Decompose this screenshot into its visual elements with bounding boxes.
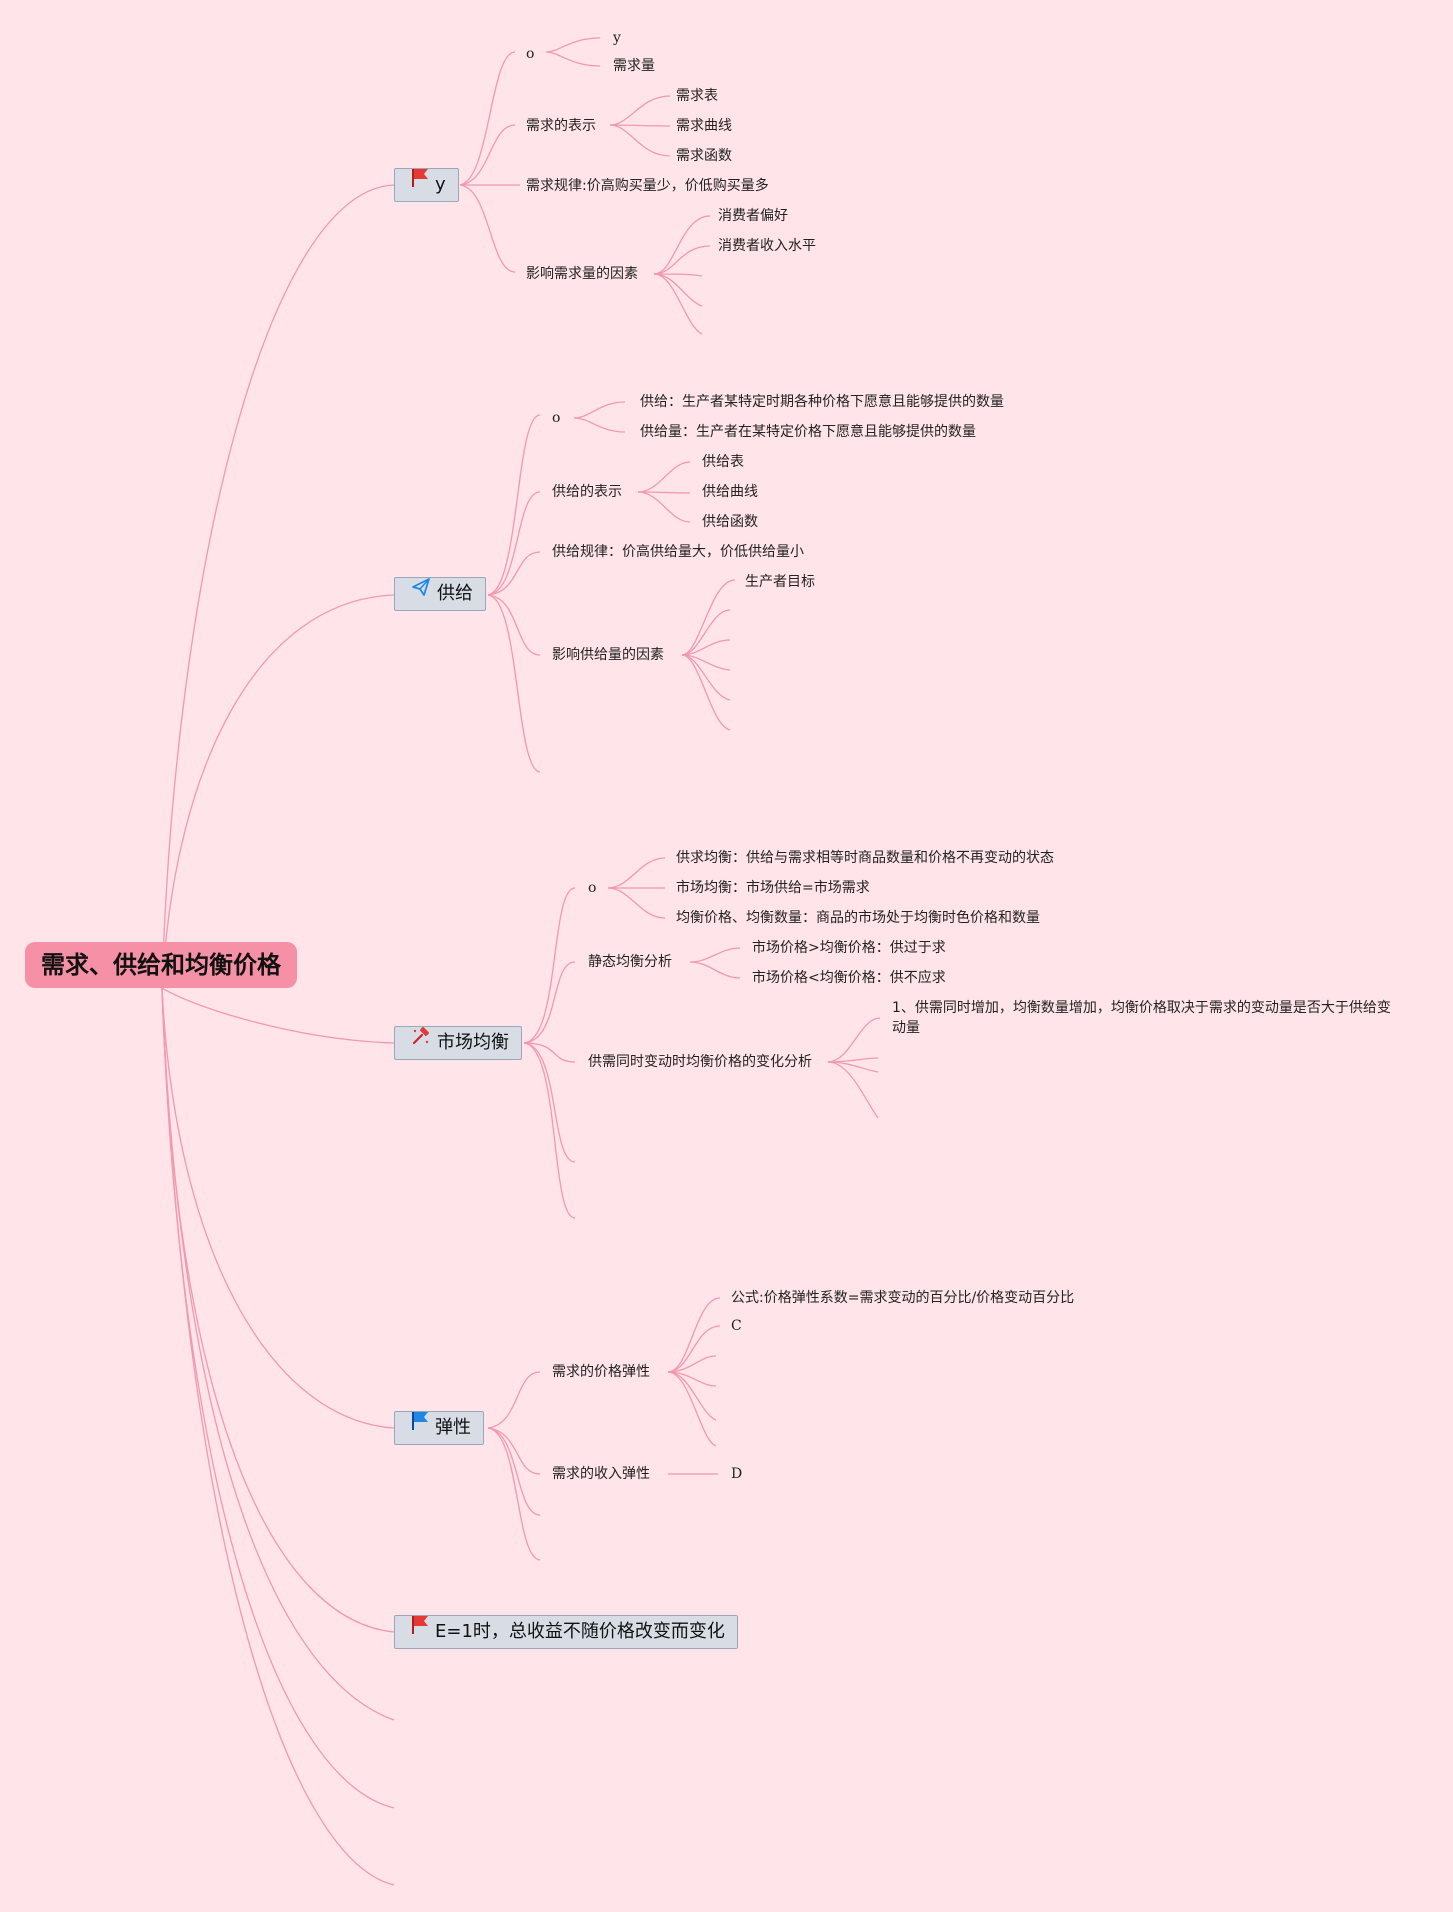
branch-label: 市场均衡: [437, 1032, 509, 1053]
leaf-node[interactable]: 供给：生产者某特定时期各种价格下愿意且能够提供的数量: [640, 394, 1004, 410]
subtopic-supply-factors[interactable]: 影响供给量的因素: [552, 647, 664, 663]
subtopic-o[interactable]: o: [588, 880, 597, 896]
subtopic-demand-representation[interactable]: 需求的表示: [526, 118, 596, 134]
leaf-node[interactable]: 供给表: [702, 454, 744, 470]
branch-supply[interactable]: 供给: [394, 577, 486, 611]
leaf-node[interactable]: 需求表: [676, 88, 718, 104]
branch-label: E=1时，总收益不随价格改变而变化: [435, 1621, 725, 1642]
leaf-node[interactable]: 需求函数: [676, 148, 732, 164]
leaf-node[interactable]: 市场均衡：市场供给=市场需求: [676, 880, 870, 896]
subtopic-demand-law[interactable]: 需求规律:价高购买量少，价低购买量多: [526, 178, 769, 194]
subtopic-static-equilibrium[interactable]: 静态均衡分析: [588, 954, 672, 970]
leaf-node[interactable]: 公式:价格弹性系数=需求变动的百分比/价格变动百分比: [731, 1290, 1075, 1306]
blue-flag-icon: [411, 1410, 429, 1442]
branch-label: 供给: [437, 583, 473, 604]
leaf-node[interactable]: 供给函数: [702, 514, 758, 530]
leaf-node[interactable]: 供给量：生产者在某特定价格下愿意且能够提供的数量: [640, 424, 976, 440]
paper-plane-icon: [411, 576, 431, 608]
subtopic-supply-law[interactable]: 供给规律：价高供给量大，价低供给量小: [552, 544, 804, 560]
branch-label: y: [435, 174, 446, 195]
leaf-node[interactable]: 市场价格<均衡价格：供不应求: [752, 970, 946, 986]
leaf-node[interactable]: 需求量: [613, 58, 655, 74]
leaf-node[interactable]: D: [731, 1466, 743, 1482]
branch-unit-elasticity[interactable]: E=1时，总收益不随价格改变而变化: [394, 1615, 738, 1649]
red-flag-icon: [411, 167, 429, 199]
branch-market-equilibrium[interactable]: 市场均衡: [394, 1026, 522, 1060]
leaf-node[interactable]: 1、供需同时增加，均衡数量增加，均衡价格取决于需求的变动量是否大于供给变动量: [892, 1000, 1391, 1036]
subtopic-supply-representation[interactable]: 供给的表示: [552, 484, 622, 500]
subtopic-simultaneous-change[interactable]: 供需同时变动时均衡价格的变化分析: [588, 1054, 812, 1070]
red-flag-icon: [411, 1614, 429, 1646]
leaf-node[interactable]: 消费者偏好: [718, 208, 788, 224]
branch-demand[interactable]: y: [394, 168, 459, 202]
branch-elasticity[interactable]: 弹性: [394, 1411, 484, 1445]
leaf-node[interactable]: 均衡价格、均衡数量：商品的市场处于均衡时色价格和数量: [676, 910, 1040, 926]
branch-label: 弹性: [435, 1417, 471, 1438]
leaf-node[interactable]: C: [731, 1318, 742, 1334]
leaf-node[interactable]: 需求曲线: [676, 118, 732, 134]
subtopic-o[interactable]: o: [552, 410, 561, 426]
leaf-node[interactable]: 供求均衡：供给与需求相等时商品数量和价格不再变动的状态: [676, 850, 1054, 866]
hammer-icon: [411, 1025, 431, 1057]
leaf-node[interactable]: 消费者收入水平: [718, 238, 816, 254]
leaf-node[interactable]: 供给曲线: [702, 484, 758, 500]
subtopic-income-elasticity[interactable]: 需求的收入弹性: [552, 1466, 650, 1482]
leaf-node[interactable]: 市场价格>均衡价格：供过于求: [752, 940, 946, 956]
leaf-node[interactable]: y: [613, 30, 621, 46]
leaf-node[interactable]: 生产者目标: [745, 574, 815, 590]
subtopic-demand-factors[interactable]: 影响需求量的因素: [526, 266, 638, 282]
subtopic-price-elasticity[interactable]: 需求的价格弹性: [552, 1364, 650, 1380]
central-topic[interactable]: 需求、供给和均衡价格: [25, 942, 297, 988]
subtopic-o[interactable]: o: [526, 46, 535, 62]
